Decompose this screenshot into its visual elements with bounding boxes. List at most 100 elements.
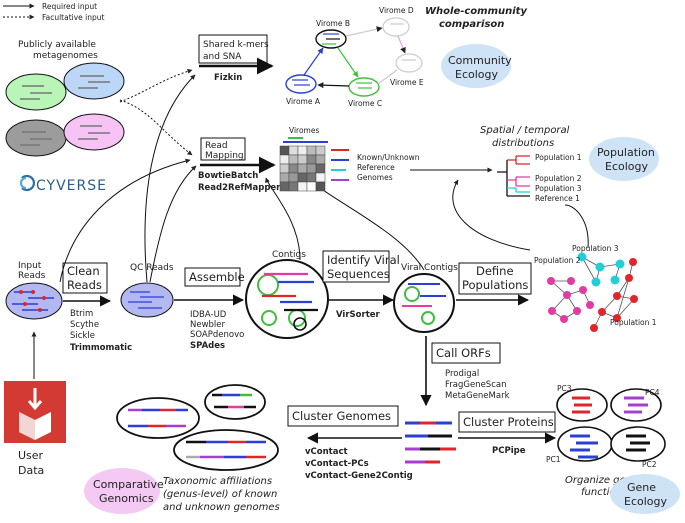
tool-idba: IDBA-UD [190,310,227,320]
user-data-label-1: User [18,449,44,462]
assemble-label: Assemble [189,270,245,284]
matrix-cell [288,154,299,165]
tool-fizkin: Fizkin [214,73,242,83]
virome-c [348,77,380,97]
population-network: Population 2 Population 3 Population 1 [534,244,657,332]
contigs-to-mapping-arrow [265,177,301,261]
pc1-label: PC1 [546,455,561,464]
matrix-cell [306,163,317,174]
input-reads: Input Reads [5,261,63,320]
call-orfs-box [431,342,501,364]
tool-spades: SPAdes [190,341,225,351]
cluster-proteins-box [458,411,556,433]
spatial-label-1: Spatial / temporal [480,125,570,136]
comparative-genomics-label-1: Comparative [93,478,164,491]
pc2-label: PC2 [642,460,657,469]
input-reads-label-2: Reads [18,271,46,281]
viral-circle-1 [404,286,420,302]
matrix-cell [297,145,308,156]
virome-e-label: Virome E [390,78,424,87]
define-populations-label-2: Populations [462,278,528,292]
clean-reads-step: Clean Reads Btrim Scythe Sickle Trimmoma… [62,262,132,353]
public-metagenomes-label-1: Publicly available [18,40,96,50]
clean-reads-label-1: Clean [67,264,100,278]
clean-reads-box [62,262,108,294]
tool-read2refmapper: Read2RefMapper [198,183,281,193]
population-ecology-bubble [589,137,659,181]
net-population-3: Population 3 [572,244,619,253]
community-ecology-label-2: Ecology [455,68,498,81]
known-unknown-label-3: Genomes [357,173,393,182]
legend-facultative: Facultative input [42,13,105,22]
matrix-cell [306,154,317,165]
user-data-label-2: Data [18,464,44,477]
virome-matrix: Viromes Known/Unknown Reference Genomes [279,126,420,192]
tree-population-3: Population 3 [535,184,582,193]
taxonomic-label-3: and unknown genomes [163,502,280,513]
tree-population-2: Population 2 [535,174,582,183]
tool-btrim: Btrim [70,309,93,319]
matrix-cell [279,163,290,174]
identify-viral-box [322,250,390,283]
taxonomic-label-1: Taxonomic affiliations [163,476,272,487]
viral-contigs-label: Viral Contigs [401,263,458,273]
metagenome-blue [63,62,125,100]
cluster-proteins-step: Cluster Proteins PCPipe [458,411,556,456]
pop-to-distribution-arrow [452,179,531,251]
metagenome-to-mapping-arrow [119,99,193,156]
public-metagenomes-label-2: metagenomes [33,51,98,61]
define-populations-box [458,262,532,295]
tool-soapdenovo: SOAPdenovo [190,330,244,340]
read-mapping-label-1: Read [205,141,228,151]
tree-population-1: Population 1 [535,153,582,162]
tool-vcontact: vContact [305,447,348,457]
metagenome-to-kmers-arrow [119,68,193,103]
virome-d [382,17,410,37]
read-mapping-label-2: Mapping [205,151,244,161]
net-population-1: Population 1 [610,318,657,327]
matrix-cell [306,172,317,183]
assemble-box [184,267,241,287]
matrix-cell [297,172,308,183]
matrix-cell [297,154,308,165]
user-data: User Data [4,331,66,477]
call-orfs-step: Call ORFs Prodigal FragGeneScan MetaGene… [431,342,510,401]
define-populations-step: Define Populations [458,262,532,295]
qc-to-kmers-arrow [144,74,196,283]
taxonomic-label-2: (genus-level) of known [163,489,277,500]
define-populations-label-1: Define [476,264,514,278]
tool-pcpipe: PCPipe [492,446,526,456]
contigs: Contigs [245,250,329,339]
identify-viral-label-1: Identify Viral [327,253,400,267]
input-reads-ellipse [5,282,63,320]
cluster-genomes-box [287,405,399,427]
qc-reads: QC Reads [120,263,174,318]
matrix-cell [288,163,299,174]
viral-contigs: Viral Contigs [393,263,458,333]
genome-cluster-left [116,397,200,439]
virome-a [285,74,317,94]
gene-ecology-label-1: Gene [627,481,656,494]
matrix-cell [315,163,326,174]
spatial-label-2: distributions [492,138,554,149]
matrix-cell [297,163,308,174]
pc3-label: PC3 [557,384,572,393]
legend: Required input Facultative input [3,2,105,22]
qc-reads-label: QC Reads [130,263,174,273]
read-mapping-box [200,137,246,161]
matrix-cell [315,145,326,156]
tool-vcontact-gene2contig: vContact-Gene2Contig [305,471,413,481]
shared-kmers-step: Shared k-mers and SNA Fizkin [198,34,274,83]
matrix-cell [279,154,290,165]
matrix-cell [315,172,326,183]
tool-vcontact-pcs: vContact-PCs [305,459,369,469]
identify-viral-label-2: Sequences [327,267,390,281]
known-unknown-label-2: Reference [357,163,395,172]
population-ecology-label-2: Ecology [605,160,648,173]
tool-bowtiebatch: BowtieBatch [198,171,258,181]
tool-scythe: Scythe [70,320,99,330]
contig-circle-black [293,317,307,331]
cluster-genomes-label: Cluster Genomes [292,409,391,423]
matrix-cell [288,145,299,156]
